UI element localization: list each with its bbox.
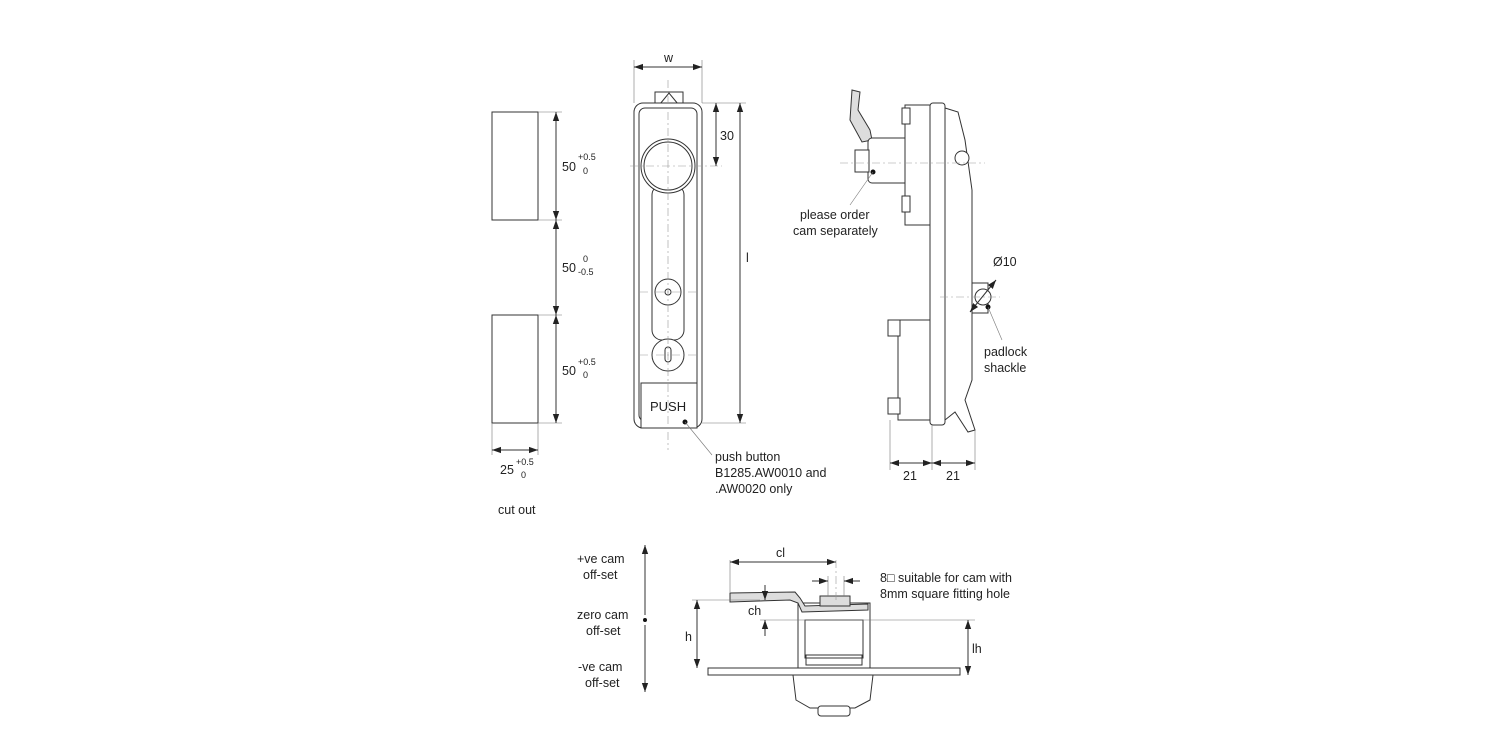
dim-bot-upper: +0.5 bbox=[578, 357, 596, 367]
cam-offset-view: +ve cam off-set zero cam off-set -ve cam… bbox=[577, 545, 1012, 717]
dim-width-upper: +0.5 bbox=[516, 457, 534, 467]
positive-offset-line2: off-set bbox=[583, 568, 618, 582]
square-note-line1: 8□ suitable for cam with bbox=[880, 571, 1012, 585]
zero-offset-line2: off-set bbox=[586, 624, 621, 638]
positive-offset-line1: +ve cam bbox=[577, 552, 625, 566]
push-note-line3: .AW0020 only bbox=[715, 482, 793, 496]
dim-width-value: 25 bbox=[500, 463, 514, 477]
side-view: Ø10 please order cam separately padlock … bbox=[793, 89, 1028, 483]
dim-bot-value: 50 bbox=[562, 364, 576, 378]
cam-nut bbox=[819, 595, 851, 607]
push-note-line1: push button bbox=[715, 450, 780, 464]
dim-h: h bbox=[685, 630, 692, 644]
dim-mid-value: 50 bbox=[562, 261, 576, 275]
dim-ch: ch bbox=[748, 604, 761, 618]
dim-cl: cl bbox=[776, 546, 785, 560]
dim-top-lower: 0 bbox=[583, 166, 588, 176]
dim-21-left: 21 bbox=[903, 469, 917, 483]
dim-bot-lower: 0 bbox=[583, 370, 588, 380]
push-note-line2: B1285.AW0010 and bbox=[715, 466, 826, 480]
dim-21-right: 21 bbox=[946, 469, 960, 483]
dia-label: Ø10 bbox=[993, 255, 1017, 269]
zero-offset-line1: zero cam bbox=[577, 608, 628, 622]
dim-l: l bbox=[746, 251, 749, 265]
dim-30: 30 bbox=[720, 129, 734, 143]
dim-top-upper: +0.5 bbox=[578, 152, 596, 162]
dim-top-value: 50 bbox=[562, 160, 576, 174]
cam-note-line2: cam separately bbox=[793, 224, 879, 238]
padlock-note-line2: shackle bbox=[984, 361, 1026, 375]
front-view: PUSH w 30 l push button B1285.AW0010 and… bbox=[630, 51, 826, 496]
cutout-view: 50 +0.5 0 50 0 -0.5 50 +0.5 0 25 +0.5 0 … bbox=[491, 111, 596, 517]
cutout-upper bbox=[491, 111, 539, 221]
dim-lh: lh bbox=[972, 642, 982, 656]
dim-width-lower: 0 bbox=[521, 470, 526, 480]
cutout-lower bbox=[491, 314, 539, 424]
square-note-line2: 8mm square fitting hole bbox=[880, 587, 1010, 601]
negative-offset-line2: off-set bbox=[585, 676, 620, 690]
dim-mid-upper: 0 bbox=[583, 254, 588, 264]
dim-mid-lower: -0.5 bbox=[578, 267, 594, 277]
cam bbox=[849, 89, 873, 143]
padlock-note-line1: padlock bbox=[984, 345, 1028, 359]
cam-note-line1: please order bbox=[800, 208, 870, 222]
push-button bbox=[640, 382, 698, 429]
panel bbox=[707, 667, 961, 676]
handle-side bbox=[929, 102, 946, 426]
negative-offset-line1: -ve cam bbox=[578, 660, 622, 674]
dim-w: w bbox=[663, 51, 674, 65]
cutout-label: cut out bbox=[498, 503, 536, 517]
